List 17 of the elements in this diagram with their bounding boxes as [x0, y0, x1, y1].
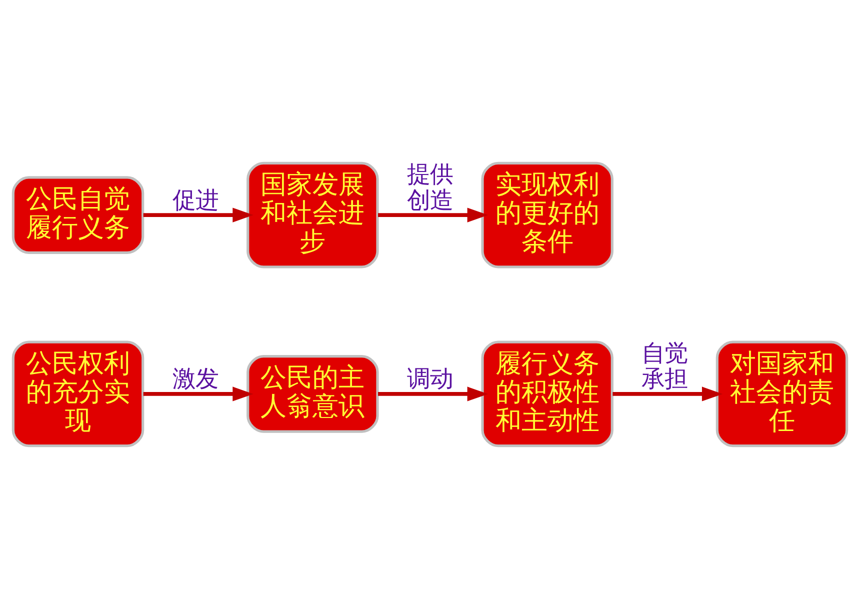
node-box: 实现权利的更好的条件 — [481, 161, 614, 268]
arrow — [612, 386, 723, 401]
edge-label: 提供创造 — [407, 159, 453, 214]
arrow — [378, 386, 488, 401]
arrow — [378, 207, 488, 222]
arrow — [143, 207, 254, 222]
node-box: 公民权利的充分实现 — [12, 340, 144, 447]
edge-label: 激发 — [172, 364, 218, 392]
arrow — [143, 386, 254, 401]
node-box: 对国家和社会的责任 — [716, 340, 848, 447]
node-box: 国家发展和社会进步 — [246, 161, 379, 268]
node-box: 公民自觉履行义务 — [12, 176, 144, 254]
node-box: 履行义务的积极性和主动性 — [481, 340, 614, 447]
edge-label: 促进 — [172, 185, 218, 214]
edge-label: 自觉承担 — [642, 338, 688, 392]
node-box: 公民的主人翁意识 — [246, 354, 379, 432]
edge-label: 调动 — [407, 364, 453, 392]
